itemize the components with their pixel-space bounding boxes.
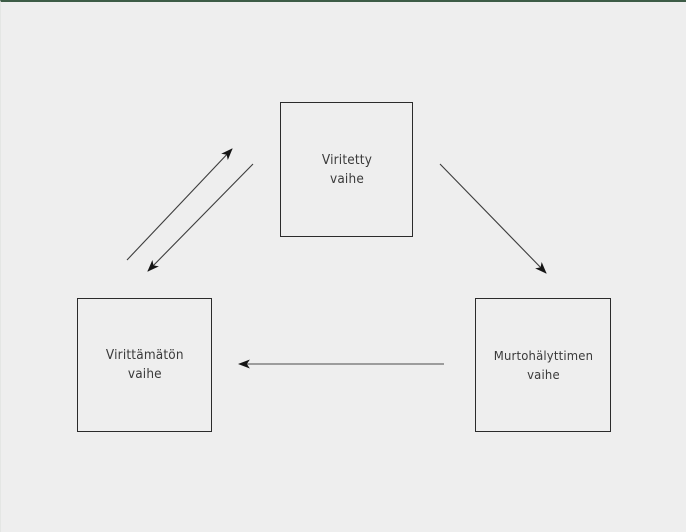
- arrow-tuned-to-alarm: [439, 163, 547, 274]
- node-murtohalyttimen-vaihe[interactable]: Murtohälyttimen vaihe: [475, 298, 611, 432]
- node-virittamaton-vaihe[interactable]: Virittämätön vaihe: [77, 298, 212, 432]
- arrow-tuned-to-untuned: [147, 163, 254, 272]
- node-label-virittamaton: Virittämätön vaihe: [105, 348, 184, 382]
- node-viritetty-vaihe[interactable]: Viritetty vaihe: [280, 102, 413, 237]
- node-label-viritetty: Viritetty vaihe: [321, 152, 372, 187]
- arrow-untuned-to-tuned: [126, 148, 233, 261]
- node-label-murtohalyttimen: Murtohälyttimen vaihe: [493, 348, 593, 382]
